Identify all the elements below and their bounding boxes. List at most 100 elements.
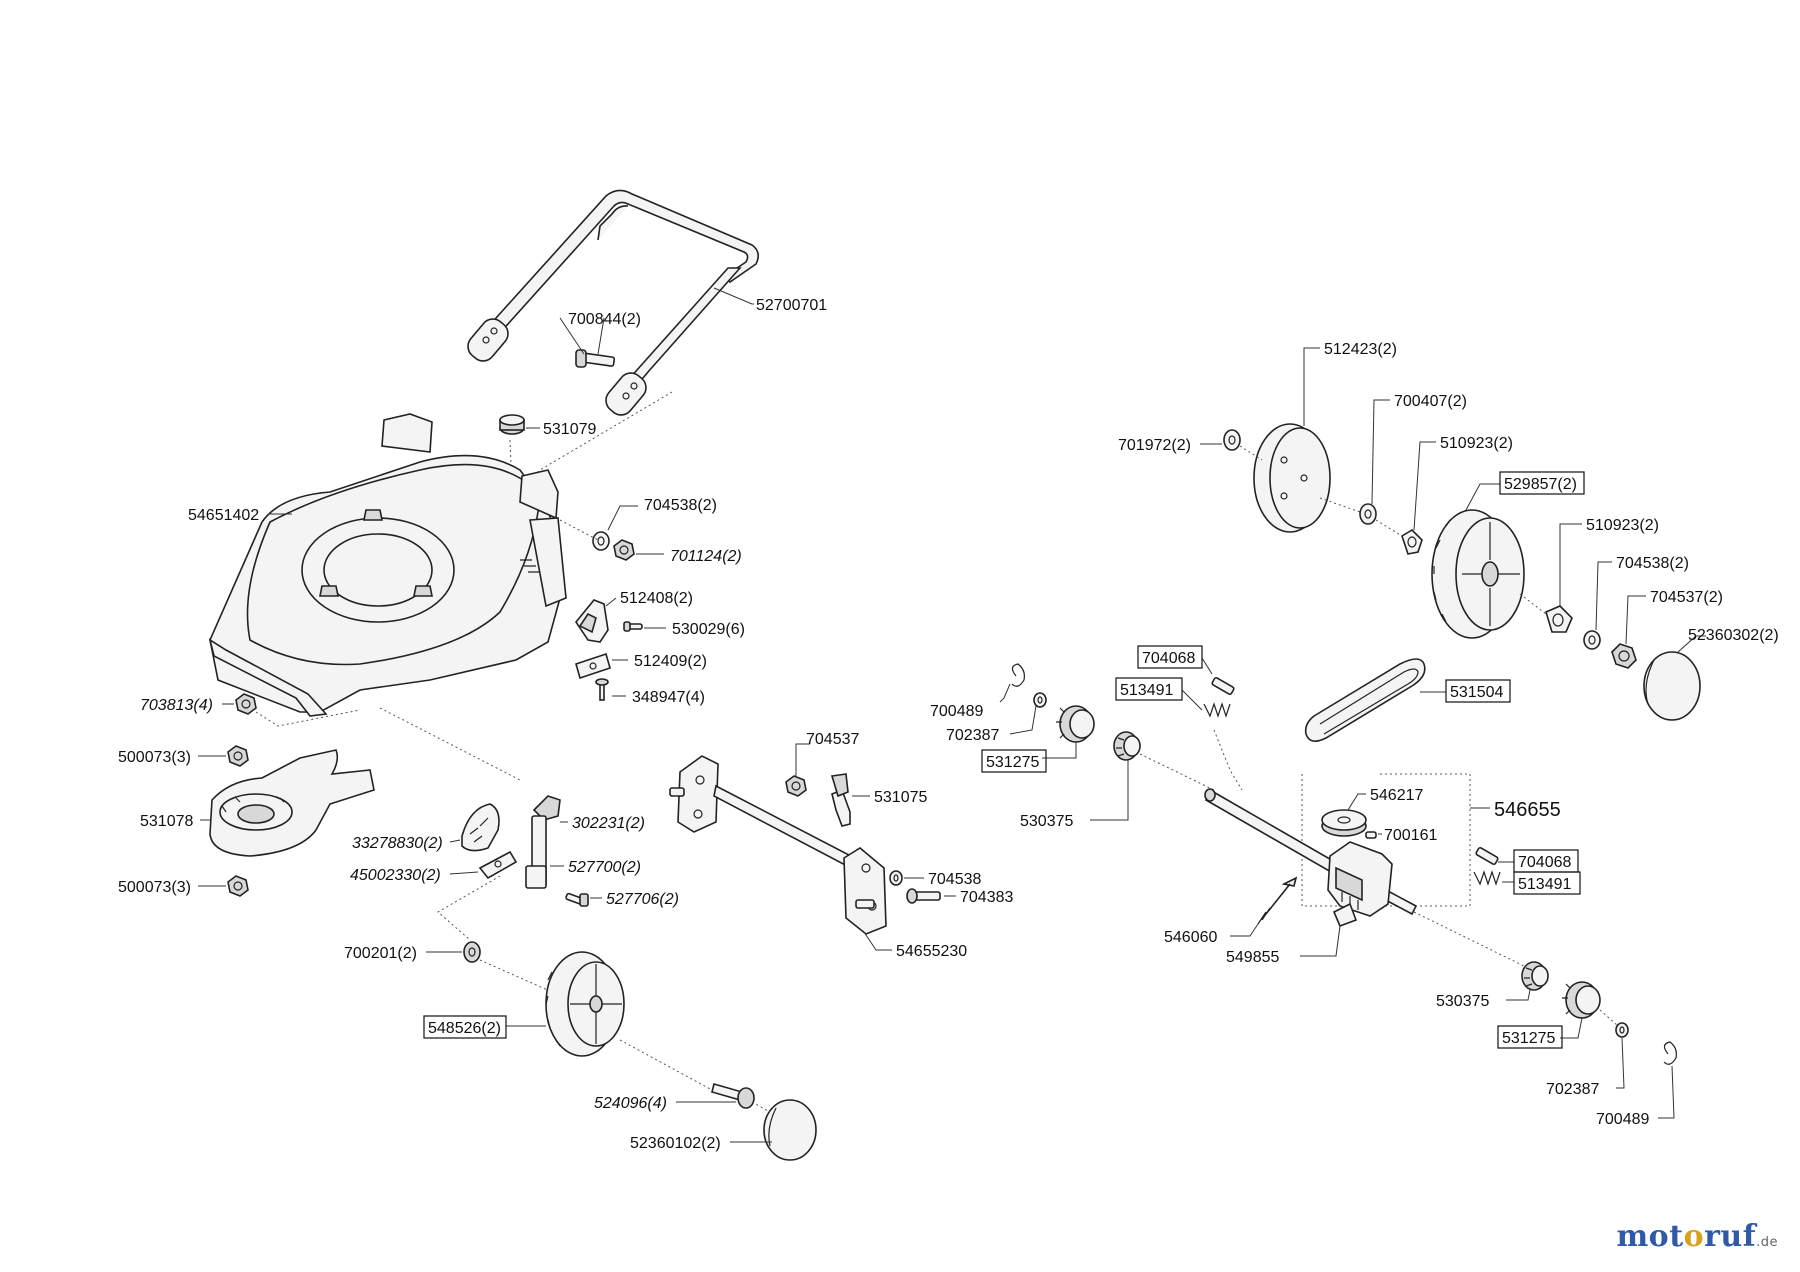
front-cap-part <box>763 1099 817 1161</box>
label-pinion-right: 531275 <box>1502 1030 1555 1047</box>
label-hub-washer: 701972(2) <box>1118 437 1191 454</box>
washer-left-part <box>1033 692 1047 708</box>
label-bushing: 700407(2) <box>1394 393 1467 410</box>
spring-a-part <box>1203 702 1231 718</box>
height-lever-part <box>525 795 561 889</box>
label-rear-cap: 52360302(2) <box>1688 627 1779 644</box>
label-rear-wheel: 529857(2) <box>1504 476 1577 493</box>
nut-bottom-part <box>227 875 249 897</box>
key-b-part <box>1475 846 1499 866</box>
hub-washer-part <box>1223 429 1241 451</box>
bushing-part <box>1359 503 1377 525</box>
pinion-left-part <box>1056 705 1095 743</box>
axle-lever-part <box>830 773 851 827</box>
label-pulley-pin: 700161 <box>1384 827 1437 844</box>
spacer-a-part <box>1401 528 1423 555</box>
label-spring-clip: 45002330(2) <box>350 867 441 884</box>
gearbox-part <box>1327 841 1393 928</box>
handle-bolt-part <box>575 349 616 368</box>
label-plate-a: 512409(2) <box>634 653 707 670</box>
spacer-b-part <box>1545 605 1573 633</box>
label-axle: 54655230 <box>896 943 967 960</box>
label-front-bolt: 524096(4) <box>594 1095 667 1112</box>
axle-bolt-part <box>906 888 941 904</box>
plug-part <box>499 414 525 435</box>
screw-a-part <box>623 621 643 632</box>
hub-cover-part <box>1253 423 1331 533</box>
label-screw-a: 530029(6) <box>672 621 745 638</box>
bearing-right-part <box>1521 961 1549 991</box>
label-cable-rod: 546060 <box>1164 929 1217 946</box>
pinion-right-part <box>1562 981 1601 1019</box>
label-axle-washer: 704538 <box>928 871 981 888</box>
axle-part <box>669 755 887 935</box>
label-axle-bolt: 704383 <box>960 889 1013 906</box>
front-bolt-part <box>711 1083 755 1109</box>
nut-a-part <box>613 539 635 561</box>
label-spring-a: 513491 <box>1120 682 1173 699</box>
label-bracket-a: 512408(2) <box>620 590 693 607</box>
label-key-a: 704068 <box>1142 650 1195 667</box>
pulley-pin-part <box>1365 831 1377 839</box>
height-plate-part <box>461 803 500 852</box>
handle-part <box>467 189 760 416</box>
spring-clip-part <box>478 850 518 880</box>
label-lever-arm: 527700(2) <box>568 859 641 876</box>
lever-screw-part <box>565 892 589 907</box>
label-front-wheel: 548526(2) <box>428 1020 501 1037</box>
rear-wheel-part <box>1431 509 1525 639</box>
label-plug: 531079 <box>543 421 596 438</box>
bracket-a-part <box>575 599 609 643</box>
label-gearbox: 549855 <box>1226 949 1279 966</box>
chute-part <box>209 749 375 857</box>
nut-deck-part <box>235 693 257 715</box>
bearing-left-part <box>1113 731 1141 761</box>
label-chute: 531078 <box>140 813 193 830</box>
label-bearing-left: 530375 <box>1020 813 1073 830</box>
screw-b-part <box>595 678 609 701</box>
label-clip-right: 700489 <box>1596 1111 1649 1128</box>
label-nut-bottom: 500073(3) <box>118 879 191 896</box>
label-washer-right: 702387 <box>1546 1081 1599 1098</box>
brand-logo: motoruf.de <box>1616 1219 1778 1254</box>
label-washer-a: 704538(2) <box>644 497 717 514</box>
label-rear-nut: 704537(2) <box>1650 589 1723 606</box>
label-gearbox-assy: 546655 <box>1494 799 1561 821</box>
pulley-part <box>1321 809 1367 837</box>
label-key-b: 704068 <box>1518 854 1571 871</box>
label-front-nut: 700201(2) <box>344 945 417 962</box>
front-wheel-part <box>545 951 625 1057</box>
washer-right-part <box>1615 1022 1629 1038</box>
label-spacer-b: 510923(2) <box>1586 517 1659 534</box>
label-spring-b: 513491 <box>1518 876 1571 893</box>
label-rear-washer: 704538(2) <box>1616 555 1689 572</box>
rear-cap-part <box>1643 651 1701 721</box>
label-axle-nut: 704537 <box>806 731 859 748</box>
label-front-cap: 52360102(2) <box>630 1135 721 1152</box>
label-nut-deck: 703813(4) <box>140 697 213 714</box>
label-deck: 54651402 <box>188 507 259 524</box>
nut-top-part <box>227 745 249 767</box>
spring-b-part <box>1473 870 1501 886</box>
rear-washer-part <box>1583 630 1601 650</box>
label-hub-cover: 512423(2) <box>1324 341 1397 358</box>
label-belt: 531504 <box>1450 684 1503 701</box>
washer-a-part <box>592 531 610 551</box>
label-handle-bolt: 700844(2) <box>568 311 641 328</box>
axle-nut-part <box>785 775 807 797</box>
label-bearing-right: 530375 <box>1436 993 1489 1010</box>
label-height-plate: 33278830(2) <box>352 835 443 852</box>
cable-rod-part <box>1257 876 1298 925</box>
front-nut-part <box>463 941 481 963</box>
label-axle-lever: 531075 <box>874 789 927 806</box>
label-clip-left: 700489 <box>930 703 983 720</box>
axle-washer-part <box>889 870 903 886</box>
rear-nut-part <box>1611 643 1637 669</box>
plate-a-part <box>575 652 611 680</box>
label-spacer-a: 510923(2) <box>1440 435 1513 452</box>
label-washer-left: 702387 <box>946 727 999 744</box>
label-height-lever: 302231(2) <box>572 815 645 832</box>
deck-part <box>208 413 567 717</box>
clip-right-part <box>1663 1041 1677 1065</box>
